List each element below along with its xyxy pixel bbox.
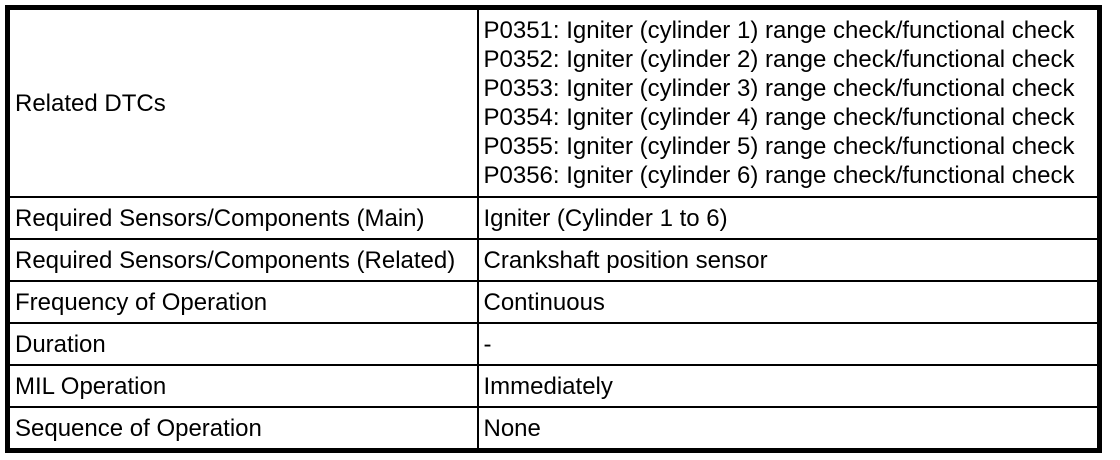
row-value: Immediately	[476, 364, 1101, 408]
row-value: Crankshaft position sensor	[476, 238, 1101, 282]
row-value: Igniter (Cylinder 1 to 6)	[476, 196, 1101, 240]
row-label: Duration	[6, 322, 479, 366]
row-label: Related DTCs	[6, 6, 479, 198]
dtc-specification-table: Related DTCs P0351: Igniter (cylinder 1)…	[5, 5, 1102, 453]
row-value: P0351: Igniter (cylinder 1) range check/…	[476, 6, 1101, 198]
table-row-mil-operation: MIL Operation Immediately	[6, 364, 1101, 408]
table-row-related-dtcs: Related DTCs P0351: Igniter (cylinder 1)…	[6, 6, 1101, 198]
table-row-frequency-of-operation: Frequency of Operation Continuous	[6, 280, 1101, 324]
row-value: None	[476, 406, 1101, 452]
table-row-sequence-of-operation: Sequence of Operation None	[6, 406, 1101, 452]
row-label: Frequency of Operation	[6, 280, 479, 324]
table-row-duration: Duration -	[6, 322, 1101, 366]
row-value: Continuous	[476, 280, 1101, 324]
row-value: -	[476, 322, 1101, 366]
row-label: Required Sensors/Components (Main)	[6, 196, 479, 240]
row-label: MIL Operation	[6, 364, 479, 408]
row-label: Sequence of Operation	[6, 406, 479, 452]
row-label: Required Sensors/Components (Related)	[6, 238, 479, 282]
table-row-required-sensors-main: Required Sensors/Components (Main) Ignit…	[6, 196, 1101, 240]
table-row-required-sensors-related: Required Sensors/Components (Related) Cr…	[6, 238, 1101, 282]
